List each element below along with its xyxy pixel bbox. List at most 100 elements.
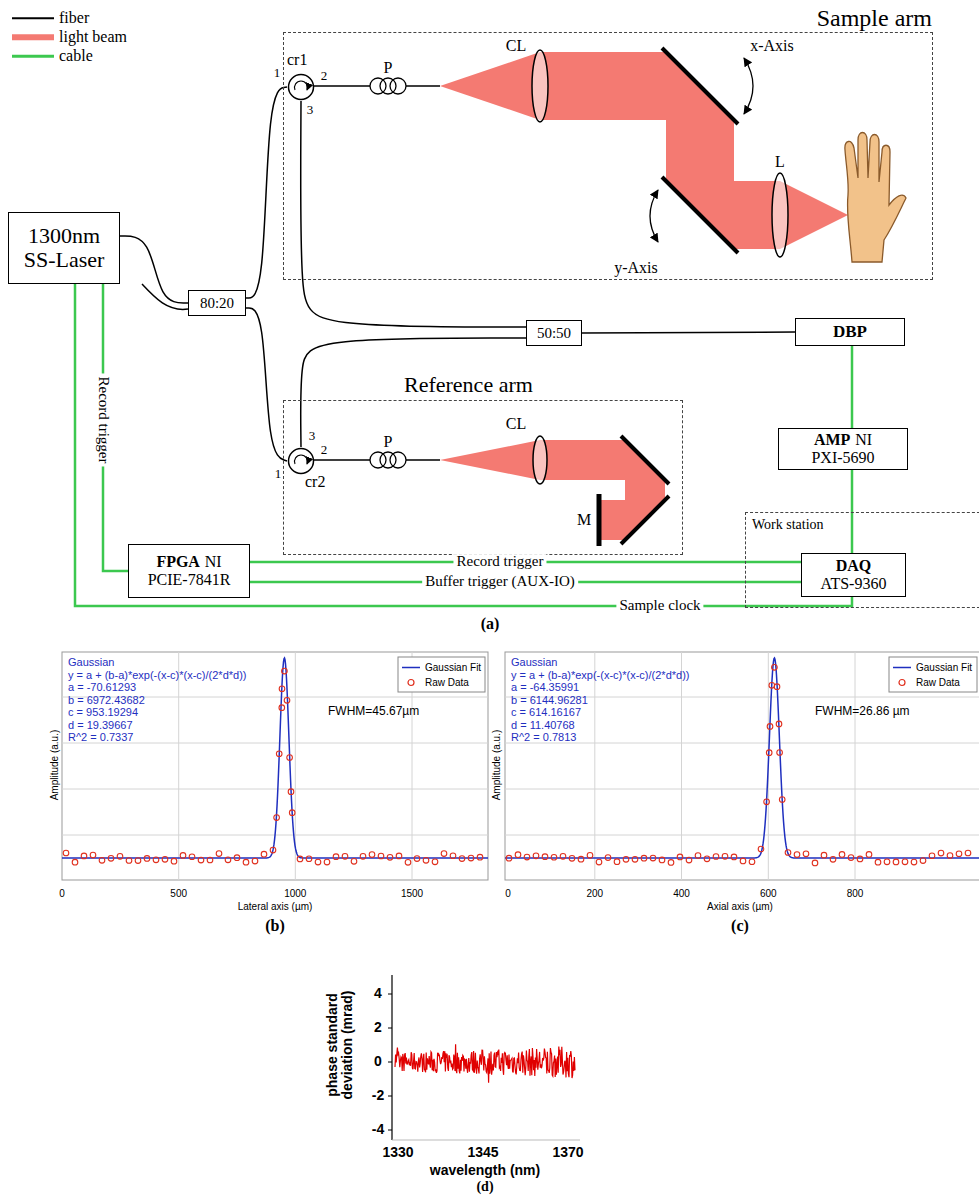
gaussian-plot xyxy=(848,855,854,861)
gaussian-plot xyxy=(772,665,778,671)
sample-arm-region: Sample armcr1 xyxy=(283,32,933,280)
tick-label: -2 xyxy=(372,1088,384,1103)
box-text: NI xyxy=(855,431,872,448)
gaussian-plot xyxy=(902,859,908,865)
gaussian-plot xyxy=(551,854,557,860)
box-text: ATS-9360 xyxy=(821,575,887,592)
gaussian-plot xyxy=(893,859,899,865)
fiber xyxy=(142,86,440,460)
gaussian-plot xyxy=(614,859,620,865)
tick-label: 1370 xyxy=(552,1145,583,1160)
legend-text: Raw Data xyxy=(916,677,960,688)
gaussian-plot xyxy=(686,857,692,863)
signal-label: Record trigger xyxy=(95,373,111,466)
gaussian-plot xyxy=(740,858,746,864)
gaussian-plot xyxy=(162,857,168,863)
gaussian-plot xyxy=(289,810,295,816)
gaussian-plot xyxy=(333,854,339,860)
gaussian-plot xyxy=(695,853,701,859)
axis-title: Amplitude (a.u.) xyxy=(49,730,60,801)
gaussian-plot xyxy=(641,855,647,861)
tick-label: 200 xyxy=(586,888,603,899)
component-label: cr1 xyxy=(287,51,307,69)
gaussian-plot xyxy=(360,854,366,860)
port-number: 2 xyxy=(321,443,328,457)
gaussian-plot xyxy=(929,853,935,859)
legend-item: Raw Data xyxy=(893,677,960,688)
legend-sample xyxy=(12,17,54,19)
gaussian-plot xyxy=(524,854,530,860)
circulator-symbol xyxy=(289,75,314,100)
gaussian-plot xyxy=(180,853,186,859)
legend-text: cable xyxy=(59,47,93,65)
gaussian-plot xyxy=(62,789,488,790)
box-text: 50:50 xyxy=(537,325,571,341)
gaussian-plot xyxy=(459,856,465,862)
legend-sample xyxy=(893,666,911,668)
box-text: 1300nm SS-Laser xyxy=(24,223,105,272)
sample-beam xyxy=(780,181,848,249)
text-row: PCIE-7841R xyxy=(148,571,231,589)
fiber-connector xyxy=(246,308,287,461)
gaussian-plot xyxy=(450,853,456,859)
tick-label: 400 xyxy=(673,888,690,899)
fit-annotation: c = 614.16167 xyxy=(511,706,581,718)
gaussian-plot xyxy=(216,851,222,857)
gaussian-plot xyxy=(533,853,539,859)
gaussian-plot xyxy=(681,652,682,880)
legend-item: Raw Data xyxy=(402,677,469,688)
tick-label: 800 xyxy=(847,888,864,899)
fit-annotation: b = 6144.96281 xyxy=(511,693,588,705)
detector-box: DBP xyxy=(795,318,905,346)
gaussian-plot xyxy=(324,859,330,865)
polarization-controller xyxy=(370,78,406,468)
tick-label: 1345 xyxy=(467,1145,498,1160)
mirror xyxy=(662,177,738,253)
fit-annotation: a = -64.35991 xyxy=(511,681,579,693)
polarization-controller xyxy=(380,452,396,468)
gaussian-plot xyxy=(855,652,856,880)
gaussian-plot xyxy=(758,846,764,852)
gaussian-plot xyxy=(956,851,962,857)
box-text: AMP xyxy=(814,431,850,448)
gaussian-plot xyxy=(126,858,132,864)
port-number: 2 xyxy=(321,69,328,83)
circulator-symbol xyxy=(287,73,315,101)
legend-sample xyxy=(12,34,54,40)
gaussian-plot xyxy=(884,859,890,865)
legend-sample xyxy=(12,55,54,58)
axis-title: wavelength (nm) xyxy=(430,1163,540,1178)
gaussian-plot xyxy=(414,856,420,862)
gaussian-plot xyxy=(288,789,294,795)
box-text: DBP xyxy=(833,322,867,341)
polarization-controller xyxy=(380,78,396,94)
phase-plot xyxy=(388,1096,392,1097)
gaussian-plot xyxy=(63,850,69,856)
polarization-controller xyxy=(390,78,406,94)
cable-connector xyxy=(75,284,852,606)
gaussian-plot xyxy=(560,854,566,860)
gaussian-plot xyxy=(108,856,114,862)
gaussian-plot xyxy=(505,835,979,836)
gaussian-plot xyxy=(405,860,411,866)
text-row: 80:20 xyxy=(200,295,234,312)
gaussian-plot xyxy=(785,850,791,856)
legend-sample xyxy=(12,13,54,23)
region-title: Reference arm xyxy=(404,373,533,397)
gaussian-plot xyxy=(505,652,979,880)
gaussian-plot xyxy=(252,858,258,864)
phase-plot xyxy=(395,1044,575,1082)
reference-beam xyxy=(440,440,540,480)
fiber-connector xyxy=(246,87,287,298)
panel-letter: (d) xyxy=(476,1179,493,1194)
legend-sample xyxy=(893,662,911,672)
text-row: 50:50 xyxy=(537,325,571,342)
legend-sample xyxy=(408,679,414,685)
gaussian-plot xyxy=(62,658,488,858)
gaussian-plot xyxy=(62,652,488,880)
text-row: DBP xyxy=(833,323,867,342)
gaussian-plot xyxy=(830,857,836,863)
gaussian-plot xyxy=(704,856,710,862)
legend-item: Gaussian Fit xyxy=(893,662,972,673)
